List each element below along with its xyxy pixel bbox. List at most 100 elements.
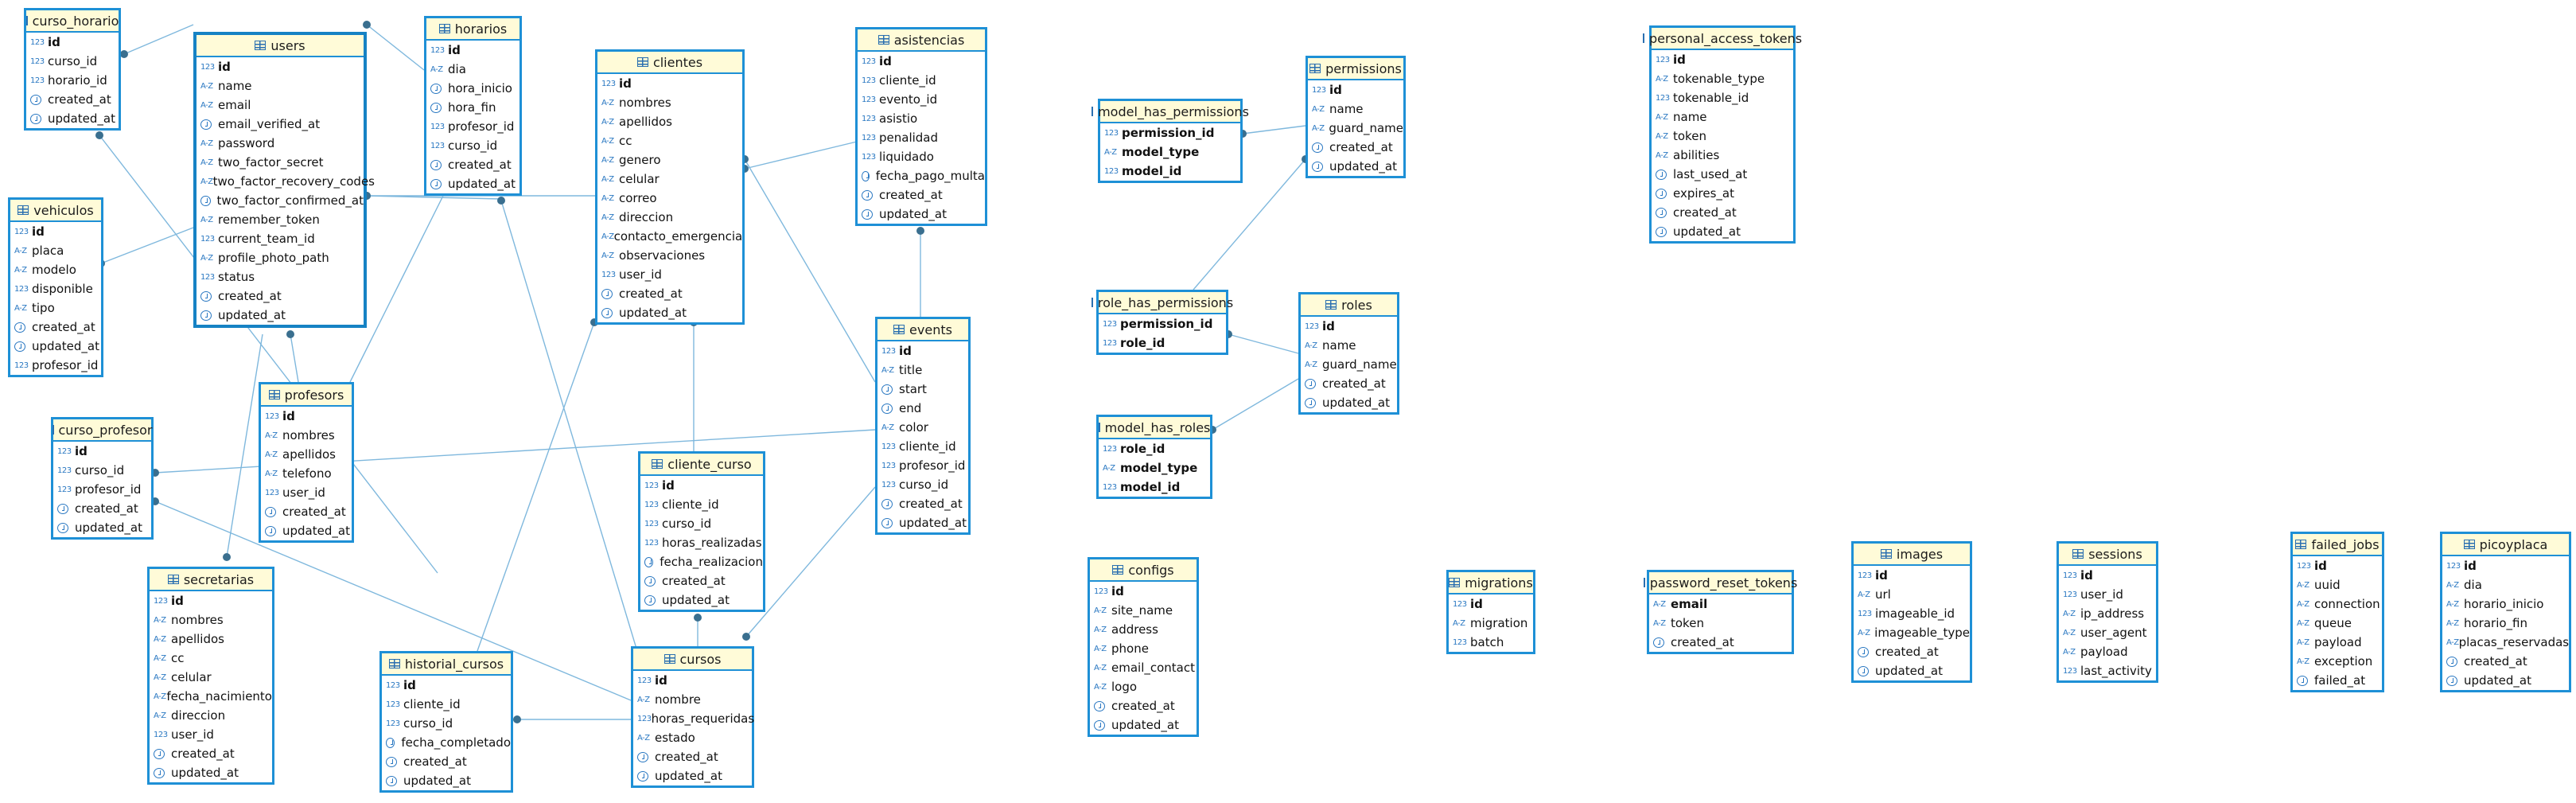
entity-header[interactable]: profesors bbox=[261, 384, 352, 407]
column-row[interactable]: fecha_completado bbox=[382, 733, 511, 752]
column-row[interactable]: fecha_realizacion bbox=[640, 552, 763, 571]
entity-header[interactable]: permissions bbox=[1308, 58, 1403, 80]
column-row[interactable]: updated_at bbox=[877, 513, 968, 532]
column-row[interactable]: hora_fin bbox=[426, 98, 519, 117]
entity-header[interactable]: cliente_curso bbox=[640, 454, 763, 476]
column-row[interactable]: updated_at bbox=[1308, 157, 1403, 176]
entity-header[interactable]: configs bbox=[1090, 559, 1197, 582]
column-row[interactable]: updated_at bbox=[53, 518, 151, 537]
entity-header[interactable]: horarios bbox=[426, 18, 519, 41]
entity-header[interactable]: migrations bbox=[1449, 572, 1533, 594]
entity-header[interactable]: model_has_roles bbox=[1098, 417, 1210, 439]
column-row[interactable]: created_at bbox=[382, 752, 511, 771]
column-row[interactable]: updated_at bbox=[1090, 715, 1197, 735]
entity-header[interactable]: cursos bbox=[633, 649, 752, 671]
entity-header[interactable]: users bbox=[197, 35, 364, 57]
entity-header[interactable]: personal_access_tokens bbox=[1642, 28, 1802, 50]
column-row[interactable]: created_at bbox=[426, 155, 519, 174]
column-row[interactable]: updated_at bbox=[150, 763, 272, 782]
column-row[interactable]: created_at bbox=[1649, 633, 1792, 652]
column-row[interactable]: created_at bbox=[877, 494, 968, 513]
entity-header[interactable]: historial_cursos bbox=[382, 653, 511, 676]
column-row[interactable]: created_at bbox=[1090, 696, 1197, 715]
column-row[interactable]: updated_at bbox=[197, 306, 364, 325]
column-row[interactable]: created_at bbox=[150, 744, 272, 763]
entity-header[interactable]: events bbox=[877, 319, 968, 341]
column-row[interactable]: updated_at bbox=[426, 174, 519, 193]
column-row[interactable]: created_at bbox=[633, 747, 752, 766]
column-row[interactable]: failed_at bbox=[2293, 671, 2382, 690]
entity-header[interactable]: roles bbox=[1301, 294, 1397, 317]
entity-header[interactable]: secretarias bbox=[150, 569, 272, 591]
entity-header[interactable]: failed_jobs bbox=[2293, 534, 2382, 556]
column-row[interactable]: end bbox=[877, 399, 968, 418]
column-row[interactable]: updated_at bbox=[633, 766, 752, 785]
column-row[interactable]: created_at bbox=[197, 287, 364, 306]
column-row[interactable]: created_at bbox=[2442, 652, 2569, 671]
